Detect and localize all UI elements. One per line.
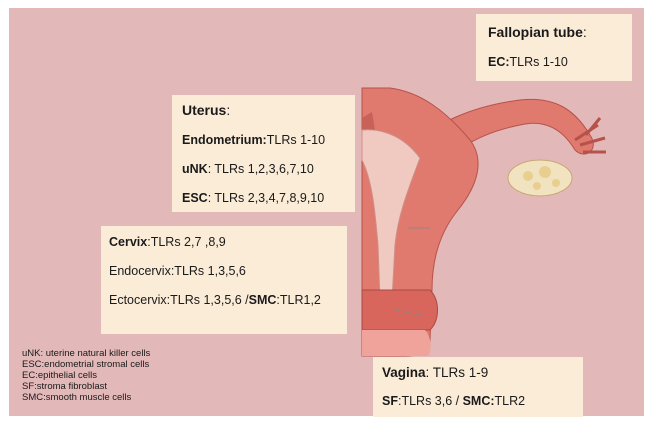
endometrium-line: Endometrium:TLRs 1-10 — [182, 133, 325, 147]
vagina-key: Vagina — [382, 365, 426, 380]
cervix-shape — [362, 290, 438, 330]
legend-item: SF:stroma fibroblast — [22, 381, 150, 392]
esc-key: ESC — [182, 191, 208, 205]
vagina-smc-value: TLR2 — [495, 394, 526, 408]
vagina-smc-key: SMC: — [463, 394, 495, 408]
vagina-line: Vagina: TLRs 1-9 — [382, 365, 488, 380]
endometrium-value: TLRs 1-10 — [267, 133, 325, 147]
cervix-smc-key: SMC — [249, 293, 277, 307]
fallopian-title: Fallopian tube — [488, 24, 583, 40]
ectocervix-line: Ectocervix:TLRs 1,3,5,6 /SMC:TLR1,2 — [109, 293, 321, 307]
sf-key: SF — [382, 394, 398, 408]
cervix-smc-value: :TLR1,2 — [276, 293, 320, 307]
cervix-key: Cervix — [109, 235, 147, 249]
esc-line: ESC: TLRs 2,3,4,7,8,9,10 — [182, 191, 324, 205]
vagina-box: Vagina: TLRs 1-9 SF:TLRs 3,6 / SMC:TLR2 — [373, 357, 583, 417]
unk-value: : TLRs 1,2,3,6,7,10 — [208, 162, 314, 176]
endocervix-text: Endocervix:TLRs 1,3,5,6 — [109, 264, 246, 278]
vagina-shape — [362, 330, 431, 356]
fallopian-ec-key: EC: — [488, 55, 510, 69]
esc-value: : TLRs 2,3,4,7,8,9,10 — [208, 191, 325, 205]
legend-item: ESC:endometrial stromal cells — [22, 359, 150, 370]
ectocervix-text: Ectocervix:TLRs 1,3,5,6 / — [109, 293, 249, 307]
uterus-title: Uterus — [182, 102, 226, 118]
fallopian-title-colon: : — [583, 24, 587, 40]
abbreviation-legend: uNK: uterine natural killer cells ESC:en… — [22, 348, 150, 403]
vagina-sf-line: SF:TLRs 3,6 / SMC:TLR2 — [382, 394, 525, 408]
fallopian-ec-line: EC:TLRs 1-10 — [488, 55, 568, 69]
fallopian-tube-box: Fallopian tube: EC:TLRs 1-10 — [476, 14, 632, 81]
unk-key: uNK — [182, 162, 208, 176]
cervix-box: Cervix:TLRs 2,7 ,8,9 Endocervix:TLRs 1,3… — [101, 226, 347, 334]
legend-item: SMC:smooth muscle cells — [22, 392, 150, 403]
cervix-value: :TLRs 2,7 ,8,9 — [147, 235, 226, 249]
sf-value: :TLRs 3,6 / — [398, 394, 463, 408]
uterus-box: Uterus: Endometrium:TLRs 1-10 uNK: TLRs … — [172, 95, 355, 212]
uterus-title-colon: : — [226, 102, 230, 118]
legend-item: EC:epithelial cells — [22, 370, 150, 381]
fallopian-title-line: Fallopian tube: — [488, 24, 587, 40]
vagina-value: : TLRs 1-9 — [426, 365, 489, 380]
endocervix-line: Endocervix:TLRs 1,3,5,6 — [109, 264, 246, 278]
endometrium-key: Endometrium: — [182, 133, 267, 147]
uterus-title-line: Uterus: — [182, 102, 230, 118]
legend-item: uNK: uterine natural killer cells — [22, 348, 150, 359]
fallopian-ec-value: TLRs 1-10 — [510, 55, 568, 69]
cervix-line: Cervix:TLRs 2,7 ,8,9 — [109, 235, 226, 249]
unk-line: uNK: TLRs 1,2,3,6,7,10 — [182, 162, 314, 176]
ovary-shape — [508, 160, 572, 196]
